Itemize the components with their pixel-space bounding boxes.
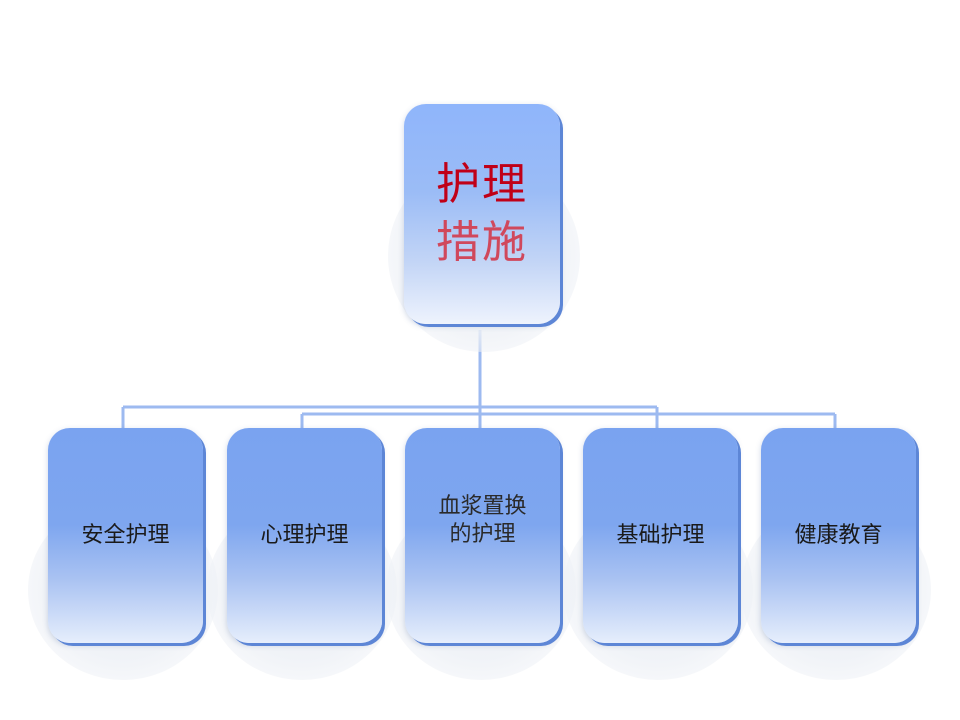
child-node-basic-care: 基础护理 (583, 428, 738, 643)
child-node-safety-care: 安全护理 (48, 428, 203, 643)
root-label: 护理 措施 (436, 156, 528, 272)
child-node-health-education: 健康教育 (761, 428, 916, 643)
root-node: 护理 措施 (404, 104, 560, 324)
child-label-plasma-exchange-care: 血浆置换的护理 (438, 493, 527, 547)
child-label-health-education: 健康教育 (794, 522, 883, 548)
child-label-psychological-care: 心理护理 (260, 522, 349, 548)
child-label-basic-care: 基础护理 (616, 522, 705, 548)
child-node-psychological-care: 心理护理 (227, 428, 382, 643)
child-node-plasma-exchange-care: 血浆置换的护理 (405, 428, 560, 643)
root-label-line1: 护理 (436, 159, 528, 210)
root-label-line2: 措施 (436, 217, 528, 268)
child-label-safety-care: 安全护理 (81, 522, 170, 548)
